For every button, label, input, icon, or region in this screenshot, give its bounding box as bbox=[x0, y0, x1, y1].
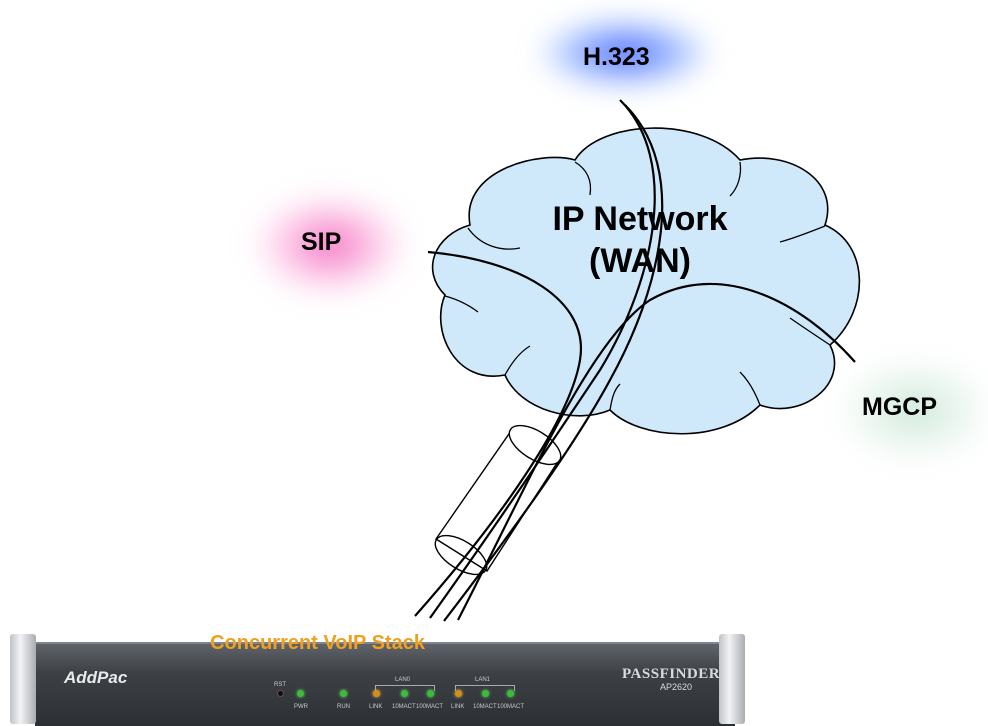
mgcp-label: MGCP bbox=[862, 393, 937, 421]
lan0-link-label: LINK bbox=[369, 704, 383, 710]
lan1-link-label: LINK bbox=[451, 704, 465, 710]
lan1-bracket bbox=[455, 685, 515, 691]
rack-ear-right bbox=[719, 634, 745, 724]
lan1-100mact-led bbox=[507, 690, 514, 697]
lan0-link-led bbox=[373, 690, 380, 697]
network-title: IP Network (WAN) bbox=[520, 198, 760, 282]
conduit-tube bbox=[434, 424, 562, 576]
run-led bbox=[340, 690, 347, 697]
lan1-link-led bbox=[455, 690, 462, 697]
device-front-panel bbox=[35, 642, 735, 726]
mgcp-glow bbox=[840, 360, 988, 460]
line-h323 bbox=[429, 99, 656, 619]
lan0-100mact-label: 100MACT bbox=[416, 704, 444, 710]
lan0-bracket bbox=[375, 685, 435, 691]
model-number: AP2620 bbox=[660, 682, 693, 692]
sip-glow bbox=[255, 195, 405, 295]
rst-label: RST bbox=[274, 682, 286, 688]
lan1-10mact-label: 10MACT bbox=[473, 704, 497, 710]
line-mgcp bbox=[457, 282, 856, 621]
cloud-inner-lines bbox=[444, 161, 831, 411]
run-label: RUN bbox=[337, 704, 350, 710]
reset-button[interactable] bbox=[277, 690, 284, 697]
voip-gateway-device: Concurrent VoIP Stack AddPac PASSFINDER … bbox=[10, 632, 745, 726]
lan1-100mact-label: 100MACT bbox=[497, 704, 525, 710]
line-sip bbox=[414, 250, 583, 617]
product-name: PASSFINDER bbox=[622, 666, 721, 682]
h323-label: H.323 bbox=[583, 43, 650, 71]
lan0-label: LAN0 bbox=[395, 677, 411, 683]
line-h323-b bbox=[443, 104, 664, 622]
protocol-lines bbox=[414, 99, 856, 622]
lan0-10mact-label: 10MACT bbox=[392, 704, 416, 710]
brand-logo: AddPac bbox=[64, 668, 128, 687]
h323-glow bbox=[540, 18, 710, 88]
pwr-label: PWR bbox=[294, 704, 308, 710]
ip-network-cloud bbox=[431, 127, 861, 435]
lan0-10mact-led bbox=[401, 690, 408, 697]
pwr-led bbox=[297, 690, 304, 697]
network-title-line2: (WAN) bbox=[589, 242, 691, 280]
rack-ear-left bbox=[10, 634, 36, 724]
lan1-label: LAN1 bbox=[475, 677, 491, 683]
lan1-10mact-led bbox=[482, 690, 489, 697]
lan0-100mact-led bbox=[427, 690, 434, 697]
stack-label: Concurrent VoIP Stack bbox=[210, 632, 425, 654]
sip-label: SIP bbox=[301, 228, 342, 256]
network-title-line1: IP Network bbox=[552, 200, 728, 238]
